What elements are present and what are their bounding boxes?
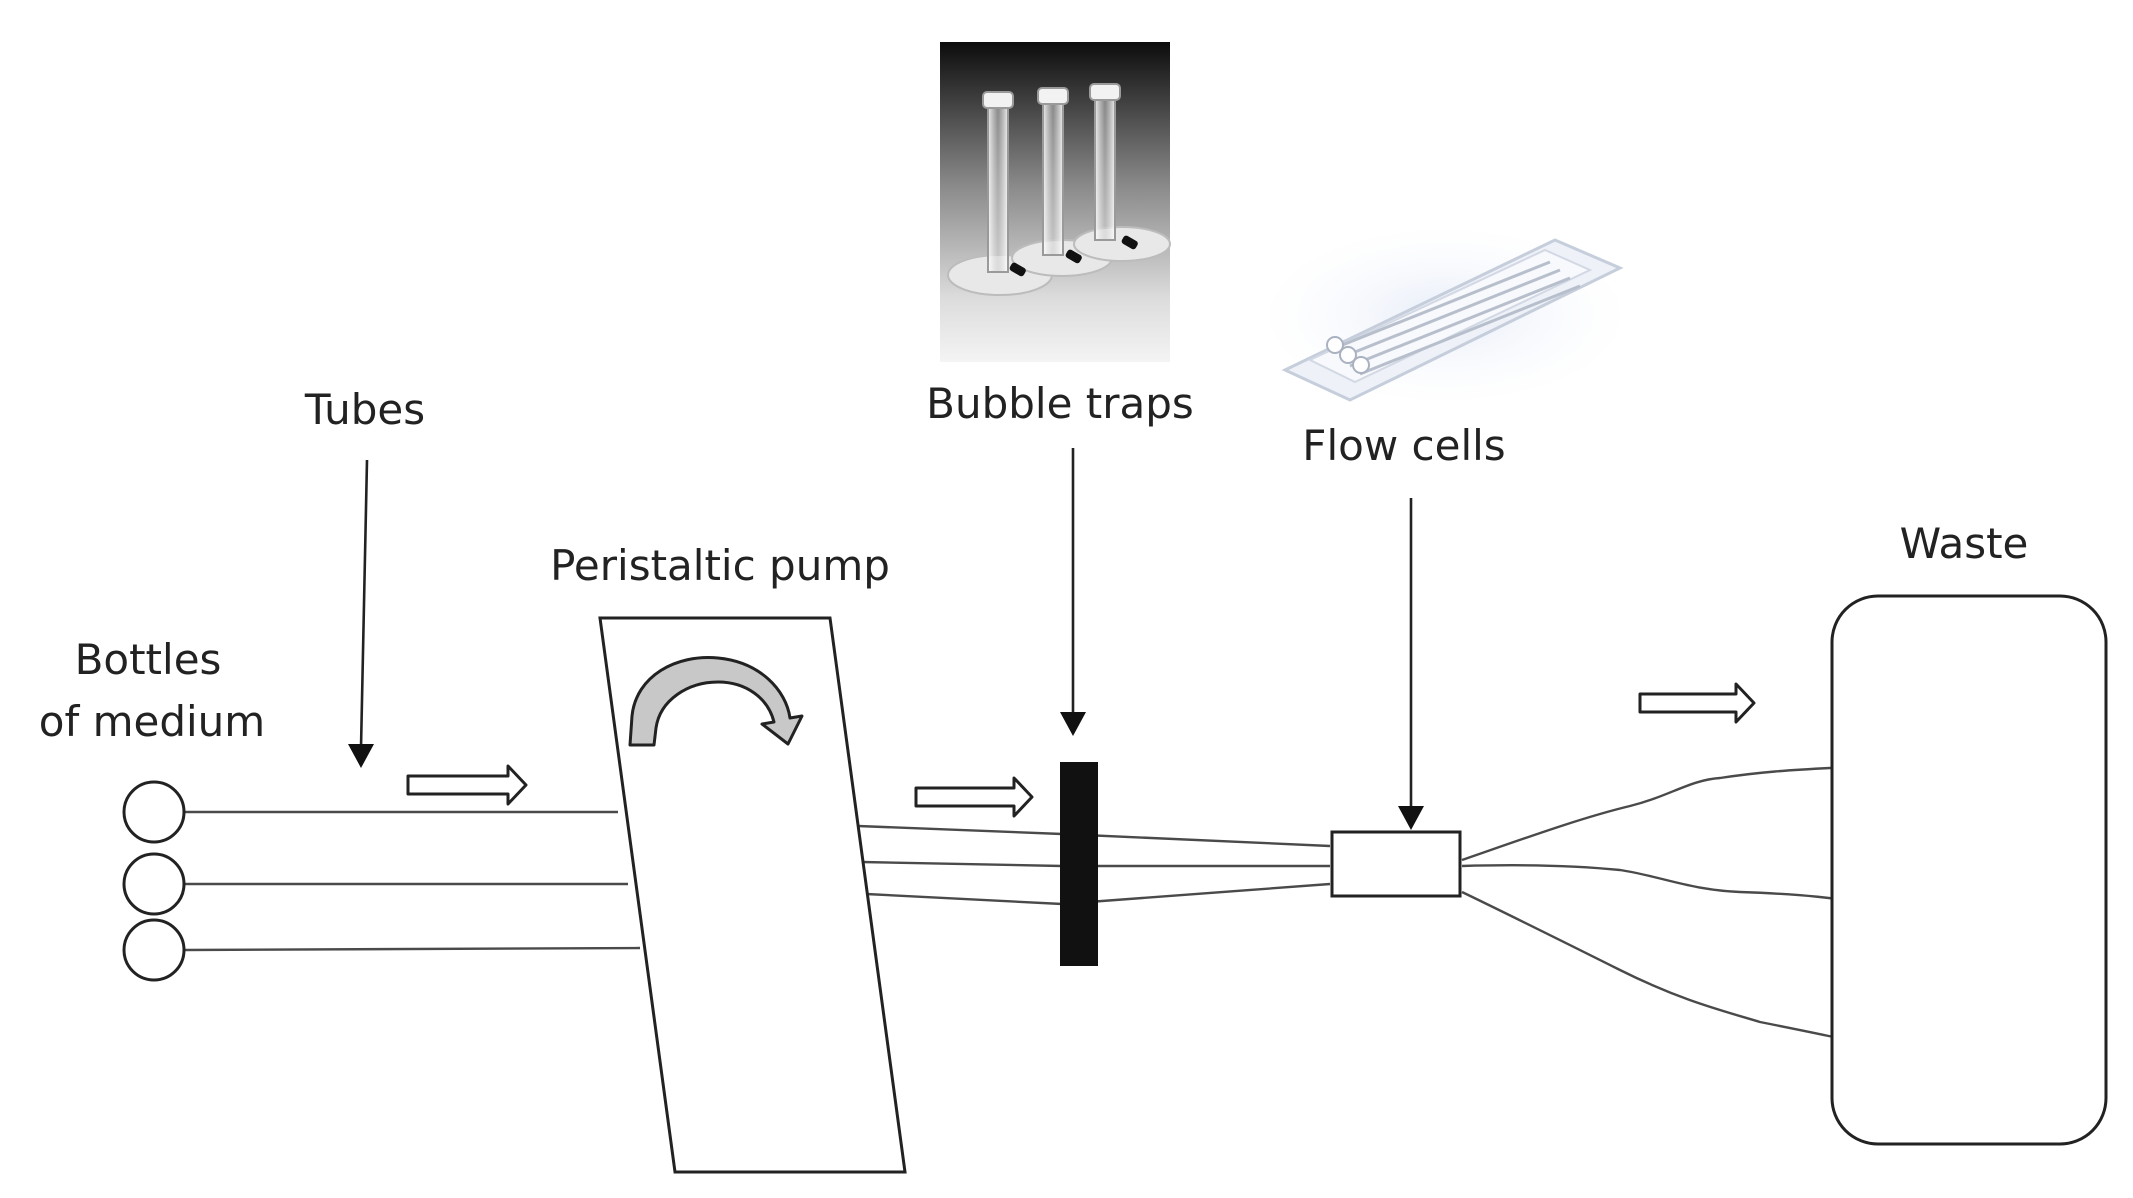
tube-waste-2 xyxy=(1461,864,1881,908)
bottles-of-medium xyxy=(122,780,186,982)
tubes-label: Tubes xyxy=(304,385,425,434)
flow-cells-pointer-arrow xyxy=(1398,498,1424,830)
bottles-label-line1: Bottles xyxy=(75,635,222,684)
hollow-right-arrow-icon xyxy=(1638,682,1756,724)
bubble-traps-label: Bubble traps xyxy=(926,379,1194,428)
tube-3 xyxy=(183,946,641,952)
flow-cell-block xyxy=(1330,830,1462,898)
bubble-traps-photo xyxy=(940,42,1171,362)
hollow-right-arrow-icon xyxy=(914,776,1034,818)
tubes-pointer-arrow xyxy=(348,459,374,768)
pump-label: Peristaltic pump xyxy=(550,541,890,590)
bubble-trap-block xyxy=(1060,762,1098,966)
flow-cells-photo xyxy=(1270,230,1624,402)
waste-label: Waste xyxy=(1900,519,2029,568)
bubble-traps-pointer-arrow xyxy=(1060,448,1086,736)
peristaltic-pump xyxy=(598,616,907,1174)
waste-container xyxy=(1830,594,2108,1146)
flow-cells-label: Flow cells xyxy=(1302,421,1505,470)
curved-rotation-arrow-icon xyxy=(628,656,804,747)
bottles-label-line2: of medium xyxy=(39,697,265,746)
hollow-right-arrow-icon xyxy=(406,764,528,806)
tube-waste-1 xyxy=(1461,764,1881,862)
tube-waste-3 xyxy=(1461,890,1881,1050)
